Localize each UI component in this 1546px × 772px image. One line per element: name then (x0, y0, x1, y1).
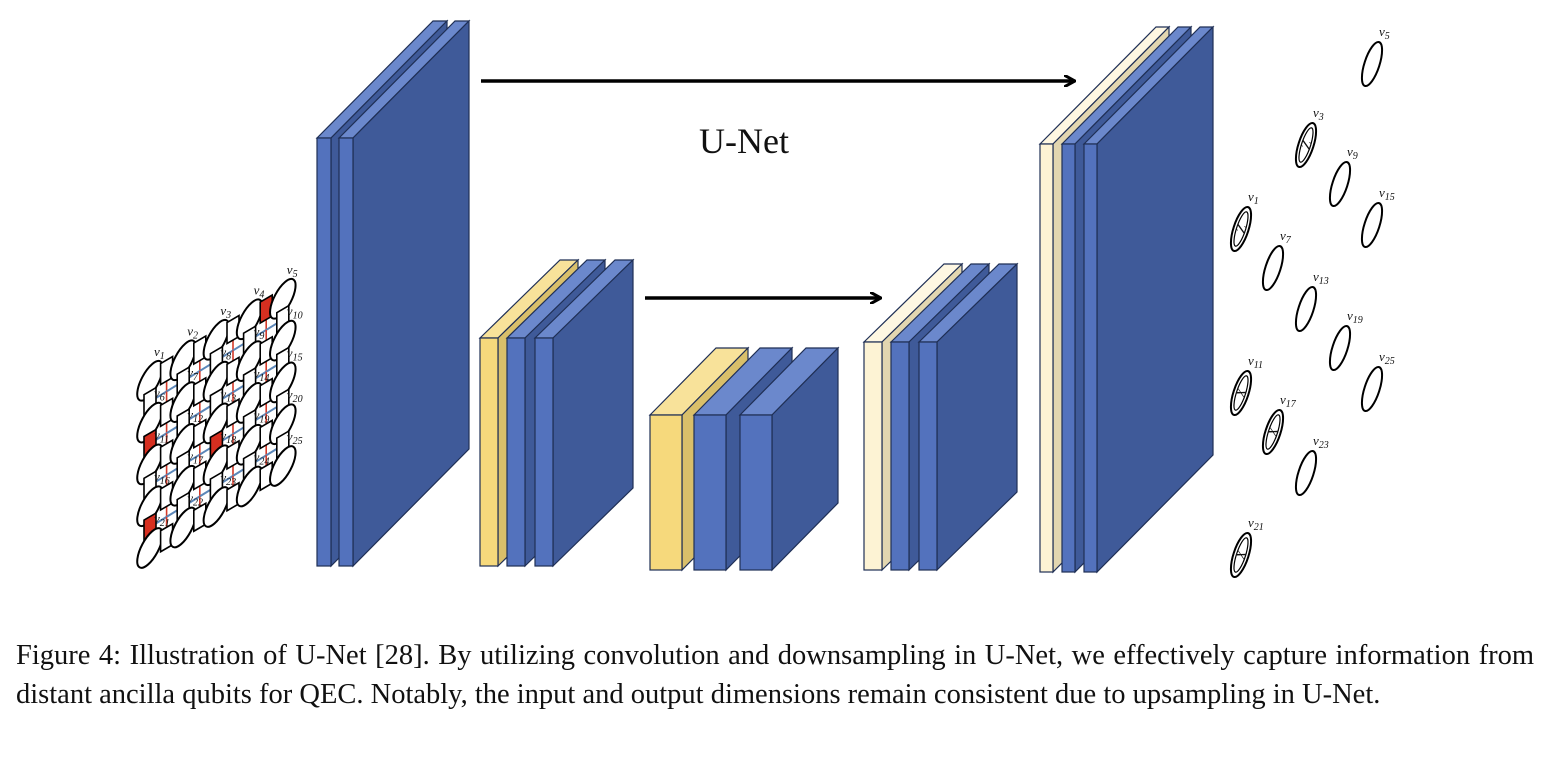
qubit-label-v3: v3 (220, 303, 231, 321)
conv-block-1b (337, 19, 471, 568)
ancilla-qubit (159, 396, 174, 428)
ancilla-qubit (259, 419, 274, 450)
output-qubit-v25: v25 (1360, 349, 1395, 412)
qubit-label-v1: v1 (154, 344, 165, 362)
ancilla-qubit (259, 335, 274, 367)
data-qubit-v2: v2 (169, 323, 198, 382)
ancilla-qubit (193, 501, 207, 533)
output-qubit-v1: Zv1 (1229, 189, 1259, 252)
output-label-v1: v1 (1248, 189, 1259, 207)
output-qubit-v5: v5 (1360, 24, 1390, 87)
conv-block-2b (533, 258, 635, 568)
figure-caption: Figure 4: Illustration of U-Net [28]. By… (16, 640, 1534, 710)
ancilla-qubit (226, 397, 240, 429)
ancilla-qubit (193, 334, 207, 366)
ancilla-qubit (226, 314, 240, 345)
qubit-label-v8: v8 (220, 345, 231, 363)
conv-block-4b (917, 262, 1019, 572)
output-label-v7: v7 (1280, 228, 1292, 246)
data-qubit-v7: v7 (169, 365, 199, 423)
output-label-v25: v25 (1379, 349, 1395, 367)
qubit-label-v9: v9 (254, 324, 265, 342)
output-label-v13: v13 (1313, 269, 1329, 287)
qubit-label-v4: v4 (254, 282, 265, 300)
data-qubit-v5: v5 (269, 262, 298, 320)
output-label-v15: v15 (1379, 185, 1395, 203)
output-label-v19: v19 (1347, 308, 1363, 326)
output-qubit-v9: v9 (1328, 144, 1358, 207)
ancilla-qubit (259, 377, 274, 409)
data-qubit-v11: v11 (136, 427, 169, 486)
ancilla-qubit (159, 438, 174, 470)
output-label-v23: v23 (1313, 433, 1329, 451)
ancilla-qubit-flagged (259, 293, 274, 325)
data-qubit-v4: v4 (235, 282, 265, 341)
output-label-v3: v3 (1313, 105, 1324, 123)
output-label-v9: v9 (1347, 144, 1358, 162)
ancilla-qubit (159, 355, 174, 386)
unet-layer-blocks (315, 19, 1215, 574)
unet-diagram: v1v2v3v4v5v6v7v8v9v10v11v12v13v14v15v16v… (136, 19, 1395, 578)
output-label-v21: v21 (1248, 515, 1264, 533)
ancilla-qubit (226, 439, 240, 471)
output-label-v17: v17 (1280, 392, 1297, 410)
lattice-nodes: v1v2v3v4v5v6v7v8v9v10v11v12v13v14v15v16v… (136, 262, 303, 569)
qubit-label-v7: v7 (187, 365, 199, 383)
diagram-title: U-Net (699, 121, 789, 161)
ancilla-qubit (193, 376, 207, 408)
output-label-v11: v11 (1248, 353, 1263, 371)
data-qubit-v8: v8 (202, 345, 231, 403)
data-qubit-v10: v10 (269, 304, 303, 362)
output-qubit-v23: v23 (1294, 433, 1329, 496)
ancilla-qubit (193, 460, 207, 491)
data-qubit-v9: v9 (235, 324, 265, 382)
output-qubit-v3: Zv3 (1294, 105, 1324, 168)
ancilla-qubit (159, 480, 174, 512)
qubit-label-v5: v5 (287, 262, 298, 280)
qubit-label-v6: v6 (154, 386, 165, 404)
data-qubit-v3: v3 (202, 303, 231, 361)
data-qubit-v20: v20 (269, 387, 303, 446)
conv-block-5b (1082, 25, 1215, 574)
data-qubit-v14: v14 (235, 366, 269, 424)
output-qubit-v19: v19 (1328, 308, 1363, 371)
ancilla-qubit (193, 418, 207, 450)
data-qubit-v1: v1 (136, 344, 165, 402)
output-qubit-v7: v7 (1261, 228, 1292, 291)
data-qubit-v6: v6 (136, 386, 165, 444)
ancilla-qubit (226, 355, 240, 387)
ancilla-qubit (259, 460, 274, 492)
conv-block-3b (738, 346, 840, 572)
input-qubit-lattice: v1v2v3v4v5v6v7v8v9v10v11v12v13v14v15v16v… (136, 262, 303, 569)
output-label-v5: v5 (1379, 24, 1390, 42)
qubit-label-v2: v2 (187, 323, 198, 341)
output-qubit-v13: v13 (1294, 269, 1329, 332)
output-qubit-v15: v15 (1360, 185, 1395, 248)
ancilla-qubit (159, 522, 174, 554)
ancilla-qubit (226, 481, 240, 513)
